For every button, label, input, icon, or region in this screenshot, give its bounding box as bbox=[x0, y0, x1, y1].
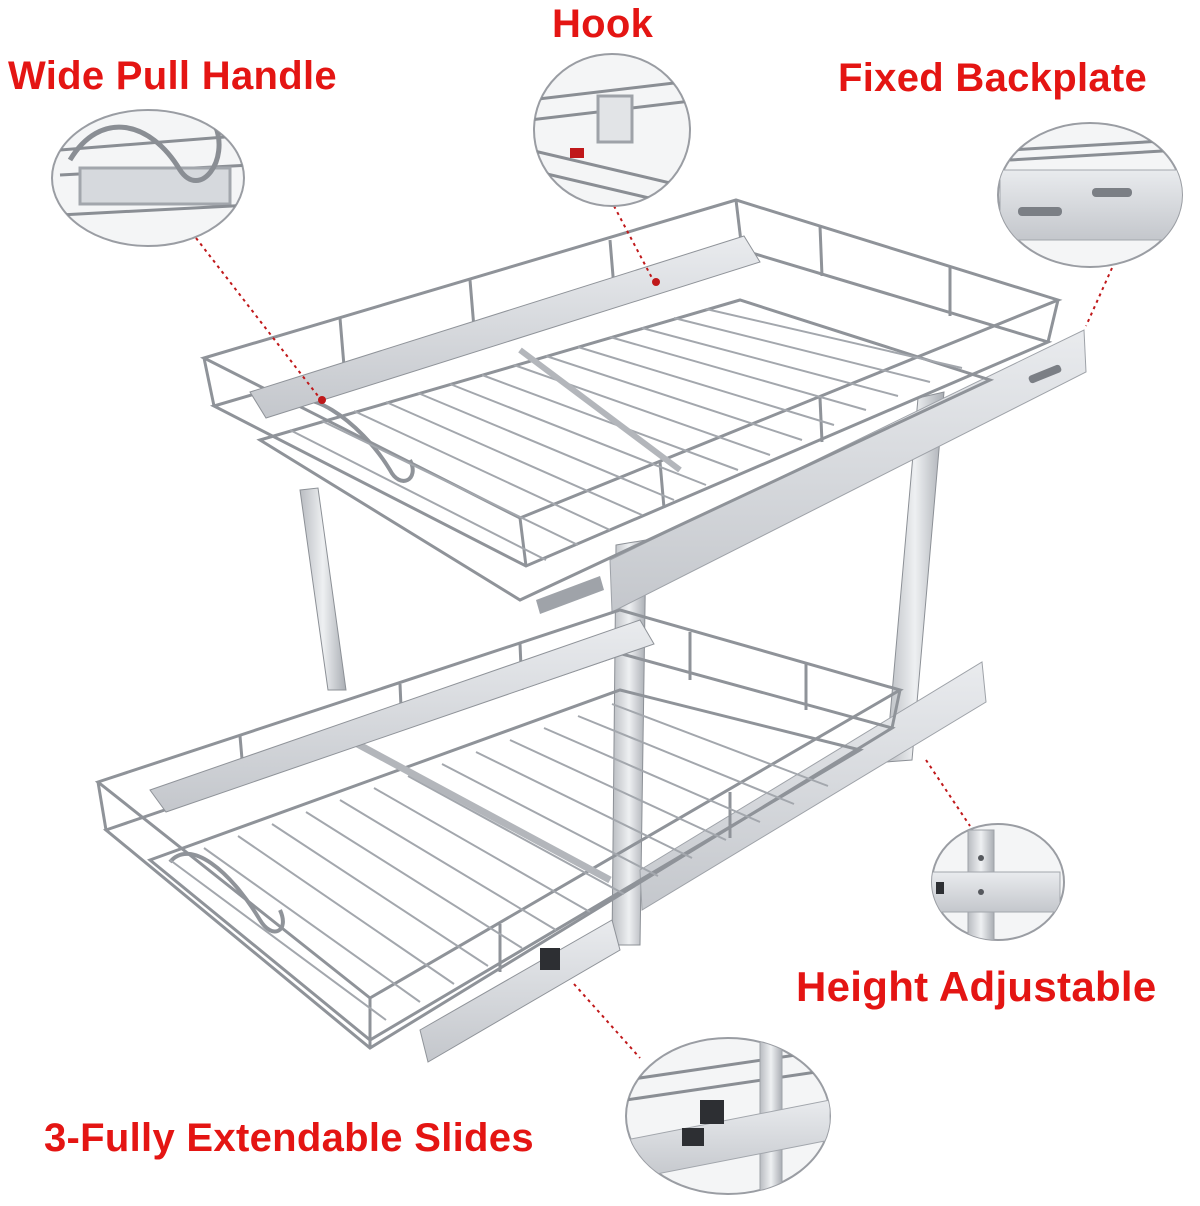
label-wide-pull-handle: Wide Pull Handle bbox=[8, 54, 337, 98]
label-height-adjustable: Height Adjustable bbox=[796, 963, 1157, 1010]
upper-backplate bbox=[609, 329, 1087, 613]
lower-basket-grid bbox=[169, 703, 829, 1021]
lower-slide bbox=[149, 619, 655, 1063]
callout-height-adjustable bbox=[931, 823, 1065, 941]
callout-fixed-backplate bbox=[997, 122, 1183, 268]
upper-basket-grid bbox=[289, 308, 963, 561]
callout-wide-pull-handle bbox=[51, 109, 245, 247]
label-hook: Hook bbox=[552, 2, 654, 46]
lower-backplate bbox=[639, 661, 987, 911]
label-fully-extendable-slides: 3-Fully Extendable Slides bbox=[44, 1116, 534, 1160]
callout-hook bbox=[533, 53, 691, 207]
label-fixed-backplate: Fixed Backplate bbox=[838, 56, 1148, 100]
callout-fully-extendable-slides bbox=[625, 1037, 831, 1195]
upper-slide bbox=[249, 235, 761, 614]
pointer-lines bbox=[195, 205, 1113, 1059]
